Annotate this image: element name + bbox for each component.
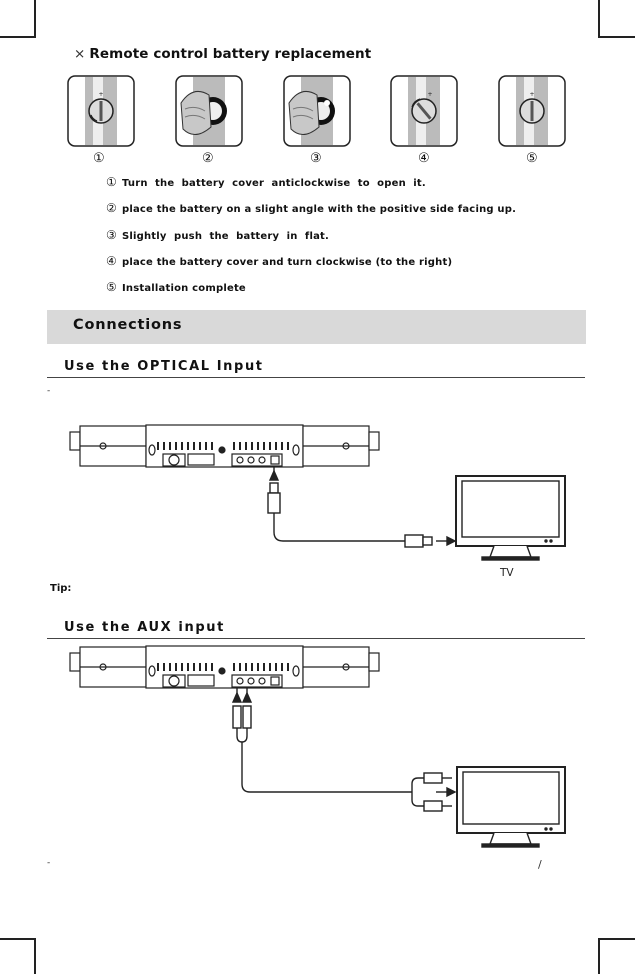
- crop-mark-top-right-h: [598, 36, 635, 38]
- soundbar-aux-diagram: [69, 645, 380, 689]
- svg-text:+: +: [98, 91, 103, 98]
- aux-section-title: Use the AUX input: [64, 620, 225, 635]
- step-number-5: ⑤: [526, 151, 538, 166]
- remote-step-1-image: +: [67, 75, 135, 147]
- crop-mark-bottom-right: [598, 938, 600, 974]
- svg-text:+: +: [427, 91, 432, 98]
- aux-title-rule: [47, 638, 585, 639]
- crop-mark-top-left-h: [0, 36, 36, 38]
- tip-label: Tip:: [50, 583, 72, 594]
- aux-cable: [231, 688, 457, 812]
- battery-section-title: ×Remote control battery replacement: [74, 46, 371, 62]
- remote-step-2-image: [175, 75, 243, 147]
- crop-mark-bottom-right-h: [598, 938, 635, 940]
- step-number-4: ④: [418, 151, 430, 166]
- remote-step-4-image: +: [390, 75, 458, 147]
- tv-label: TV: [500, 567, 514, 579]
- tv-icon-aux: [456, 766, 566, 848]
- crop-mark-bottom-left-h: [0, 938, 36, 940]
- crop-mark-bottom-left: [34, 938, 36, 974]
- aux-dash: -: [47, 858, 51, 868]
- remote-step-5-image: +: [498, 75, 566, 147]
- tv-icon-optical: [455, 475, 566, 561]
- optical-dash: -: [47, 386, 51, 396]
- step-number-1: ①: [93, 151, 105, 166]
- crop-mark-top-left: [34, 0, 36, 36]
- remote-step-3-image: [283, 75, 351, 147]
- optical-section-title: Use the OPTICAL Input: [64, 359, 264, 374]
- crop-mark-top-right: [598, 0, 600, 36]
- optical-cable: [267, 466, 457, 548]
- connections-header: Connections: [73, 317, 183, 333]
- step-number-2: ②: [202, 151, 214, 166]
- soundbar-optical-diagram: [69, 424, 380, 468]
- svg-text:+: +: [529, 91, 534, 98]
- connections-header-bar: Connections: [47, 310, 586, 344]
- battery-title-text: Remote control battery replacement: [89, 46, 372, 62]
- aux-slash: /: [538, 858, 542, 871]
- cross-mark-icon: ×: [74, 46, 86, 62]
- optical-title-rule: [47, 377, 585, 378]
- step-number-3: ③: [310, 151, 322, 166]
